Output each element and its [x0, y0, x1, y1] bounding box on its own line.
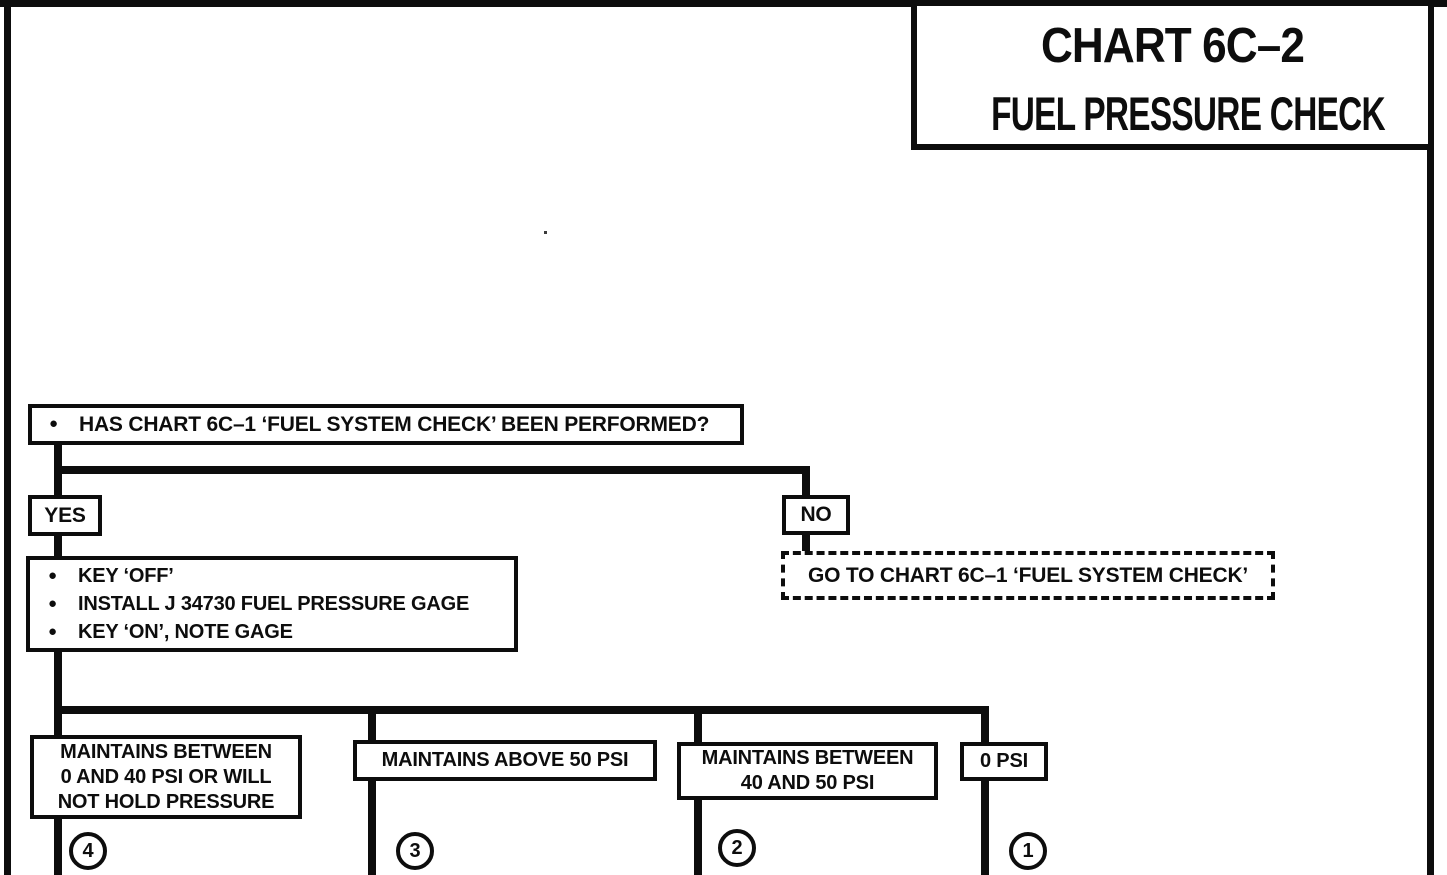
question-text: HAS CHART 6C–1 ‘FUEL SYSTEM CHECK’ BEEN …	[79, 412, 710, 436]
outcome-line: MAINTAINS BETWEEN	[701, 747, 914, 769]
connector-outcome-4-drop	[981, 710, 989, 746]
outcome-line: MAINTAINS ABOVE 50 PSI	[381, 749, 629, 771]
goto-chart-box: GO TO CHART 6C–1 ‘FUEL SYSTEM CHECK’	[781, 551, 1275, 600]
step-number: 4	[82, 839, 94, 862]
yes-action-1: KEY ‘OFF’	[78, 565, 174, 587]
connector-outcome-1-drop	[54, 710, 62, 738]
outcome-line: 0 AND 40 PSI OR WILL	[60, 765, 272, 788]
step-number: 2	[731, 836, 743, 859]
connector-no-to-goto	[802, 533, 810, 555]
outcome-box-0psi: 0 PSI	[960, 742, 1048, 781]
outcome-box-above-50psi: MAINTAINS ABOVE 50 PSI	[353, 740, 657, 781]
connector-no-drop	[802, 470, 810, 499]
connector-outcome-4-continue	[981, 779, 989, 875]
question-box: ● HAS CHART 6C–1 ‘FUEL SYSTEM CHECK’ BEE…	[28, 404, 744, 445]
outcome-line: 40 AND 50 PSI	[740, 772, 875, 794]
no-box: NO	[782, 495, 850, 535]
step-circle-2: 2	[718, 829, 756, 867]
yes-box: YES	[28, 495, 102, 536]
connector-outcome-3-drop	[694, 710, 702, 746]
step-circle-4: 4	[69, 832, 107, 870]
connector-outcome-1-continue	[54, 817, 62, 875]
connector-outcome-2-drop	[368, 710, 376, 744]
connector-yes-to-actions	[54, 534, 62, 558]
bullet-icon: ●	[48, 622, 57, 640]
connector-outcome-2-continue	[368, 779, 376, 875]
chart-subtitle: FUEL PRESSURE CHECK	[991, 87, 1386, 140]
bullet-icon: ●	[48, 566, 57, 584]
connector-actions-down	[54, 650, 62, 714]
outcome-line: MAINTAINS BETWEEN	[60, 740, 272, 763]
connector-split-horizontal	[54, 466, 810, 474]
scan-speck	[544, 231, 547, 234]
outcome-box-0-40psi: MAINTAINS BETWEEN 0 AND 40 PSI OR WILL N…	[30, 735, 302, 819]
connector-outcomes-horizontal	[54, 706, 989, 714]
step-circle-1: 1	[1009, 832, 1047, 870]
chart-title-box: CHART 6C–2 FUEL PRESSURE CHECK	[911, 0, 1434, 150]
bullet-icon: ●	[49, 415, 58, 432]
page-border-right	[1427, 0, 1434, 875]
outcome-line: 0 PSI	[980, 750, 1028, 772]
yes-actions-box: ● KEY ‘OFF’ ● INSTALL J 34730 FUEL PRESS…	[26, 556, 518, 652]
goto-chart-text: GO TO CHART 6C–1 ‘FUEL SYSTEM CHECK’	[807, 563, 1249, 587]
outcome-line: NOT HOLD PRESSURE	[57, 790, 275, 813]
connector-question-down	[54, 443, 62, 474]
page-border-left	[4, 0, 11, 875]
no-label: NO	[800, 503, 832, 526]
yes-action-3: KEY ‘ON’, NOTE GAGE	[78, 621, 293, 643]
yes-label: YES	[44, 503, 86, 527]
yes-action-2: INSTALL J 34730 FUEL PRESSURE GAGE	[78, 593, 470, 615]
connector-outcome-3-continue	[694, 798, 702, 875]
step-number: 1	[1022, 839, 1034, 862]
step-number: 3	[409, 839, 421, 862]
outcome-box-40-50psi: MAINTAINS BETWEEN 40 AND 50 PSI	[677, 742, 938, 800]
step-circle-3: 3	[396, 832, 434, 870]
connector-yes-drop	[54, 470, 62, 499]
chart-title: CHART 6C–2	[1040, 19, 1305, 73]
bullet-icon: ●	[48, 594, 57, 612]
page-border-top	[0, 0, 1447, 7]
